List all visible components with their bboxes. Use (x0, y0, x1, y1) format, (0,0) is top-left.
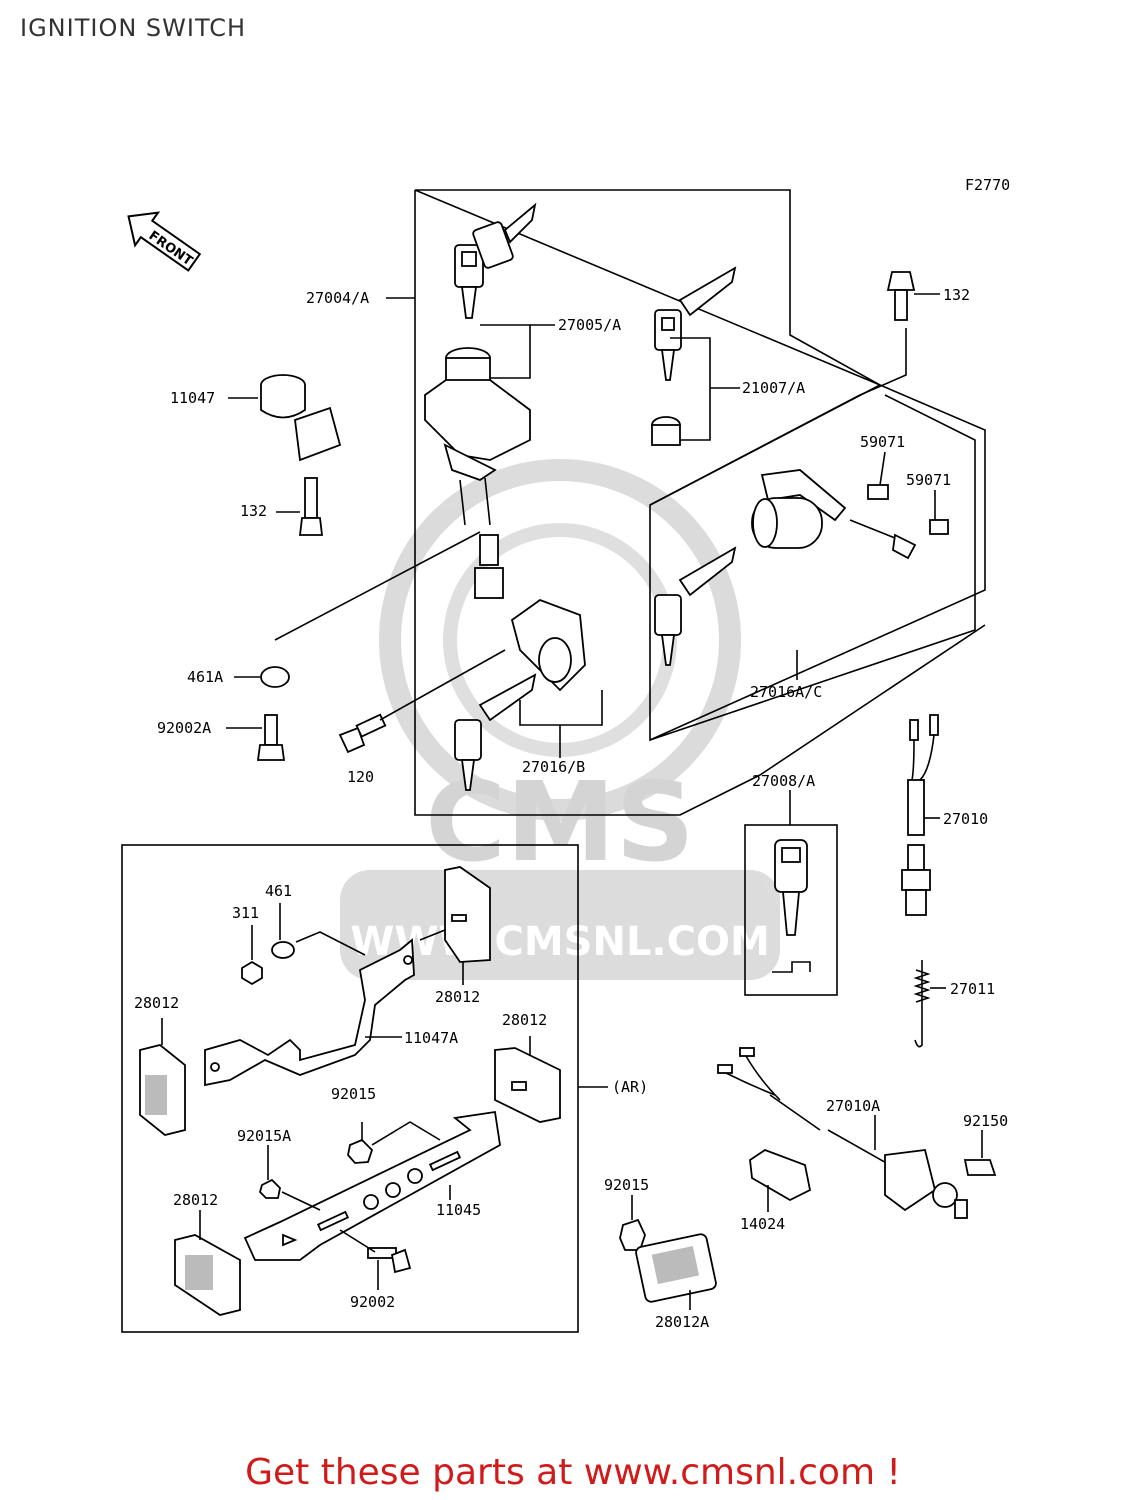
callout-11045: 11045 (436, 1201, 481, 1219)
callout-AR: (AR) (612, 1078, 648, 1096)
callout-92015A: 92015A (237, 1127, 291, 1145)
callout-92015: 92015 (604, 1176, 649, 1194)
callout-92002A: 92002A (157, 719, 211, 737)
spring-27011 (913, 960, 931, 1048)
callout-28012-right: 28012 (502, 1011, 547, 1029)
footer-link[interactable]: Get these parts at www.cmsnl.com ! (245, 1452, 901, 1493)
key-blank-box (744, 824, 838, 996)
callout-311: 311 (232, 904, 259, 922)
figure-code: F2770 (965, 176, 1010, 194)
washer-461A (260, 666, 290, 688)
bolt-132 (886, 271, 916, 321)
reflector-28012-left (139, 1044, 186, 1136)
kit-outline-upper (414, 189, 986, 742)
switch-27010A (717, 1047, 997, 1219)
callout-120: 120 (347, 768, 374, 786)
callout-14024: 14024 (740, 1215, 785, 1233)
switch-27010 (901, 714, 939, 916)
callout-21007A: 21007/A (742, 379, 805, 397)
callout-92002: 92002 (350, 1293, 395, 1311)
callout-27016B: 27016/B (522, 758, 585, 776)
callout-59071-a: 59071 (860, 433, 905, 451)
callout-11047: 11047 (170, 389, 215, 407)
callout-28012-left: 28012 (134, 994, 179, 1012)
key-pair-27005 (454, 202, 537, 319)
callout-27010: 27010 (943, 810, 988, 828)
nut-311 (241, 960, 263, 986)
callout-27016AC: 27016A/C (750, 683, 822, 701)
callout-28012-bottom: 28012 (173, 1191, 218, 1209)
page-title: IGNITION SWITCH (20, 14, 247, 42)
key-pair-21007 (651, 266, 737, 446)
seat-lock-27016B (454, 598, 586, 791)
ar-bracket-box (121, 844, 579, 1333)
lock-cylinder-27016AC (654, 469, 949, 666)
callout-28012A: 28012A (655, 1313, 709, 1331)
nut-92015A (258, 1178, 281, 1199)
callout-461: 461 (265, 882, 292, 900)
callout-28012-top: 28012 (435, 988, 480, 1006)
reflector-28012-right (494, 1047, 561, 1123)
callout-11047A: 11047A (404, 1029, 458, 1047)
kit-outline-main (414, 190, 986, 816)
washer-461 (271, 941, 295, 959)
callout-92150: 92150 (963, 1112, 1008, 1130)
exploded-parts-diagram: CMS WWW.CMSNL.COM F2770 FRONT (121, 176, 1010, 1333)
callout-92015-inner: 92015 (331, 1085, 376, 1103)
callout-27011: 27011 (950, 980, 995, 998)
callout-27008A: 27008/A (752, 772, 815, 790)
bolt-92002A (256, 714, 286, 761)
callout-132-left: 132 (240, 502, 267, 520)
callout-27010A: 27010A (826, 1097, 880, 1115)
connector-14024 (749, 1148, 812, 1202)
callout-59071-b: 59071 (906, 471, 951, 489)
bolt-120 (338, 713, 387, 754)
callout-labels: 27004/A 27005/A 21007/A 132 11047 132 59… (134, 286, 1008, 1331)
front-arrow-icon: FRONT (127, 211, 202, 272)
reflector-28012A (635, 1233, 717, 1303)
bracket-11045 (243, 1110, 501, 1261)
watermark-url: WWW.CMSNL.COM (350, 919, 770, 965)
ignition-switch-body (424, 347, 531, 599)
callout-27005A: 27005/A (558, 316, 621, 334)
callout-461A: 461A (187, 668, 223, 686)
callout-132-top: 132 (943, 286, 970, 304)
holder-11047 (260, 374, 342, 536)
bolt-92002 (367, 1247, 412, 1274)
callout-27004A: 27004/A (306, 289, 369, 307)
reflector-28012-bottom (174, 1234, 241, 1316)
nut-92015-inner (347, 1138, 374, 1164)
reflector-28012-top (444, 866, 491, 963)
bracket-11047A (204, 938, 415, 1087)
key-blank-27008A (772, 839, 811, 973)
nut-92015 (619, 1218, 646, 1251)
